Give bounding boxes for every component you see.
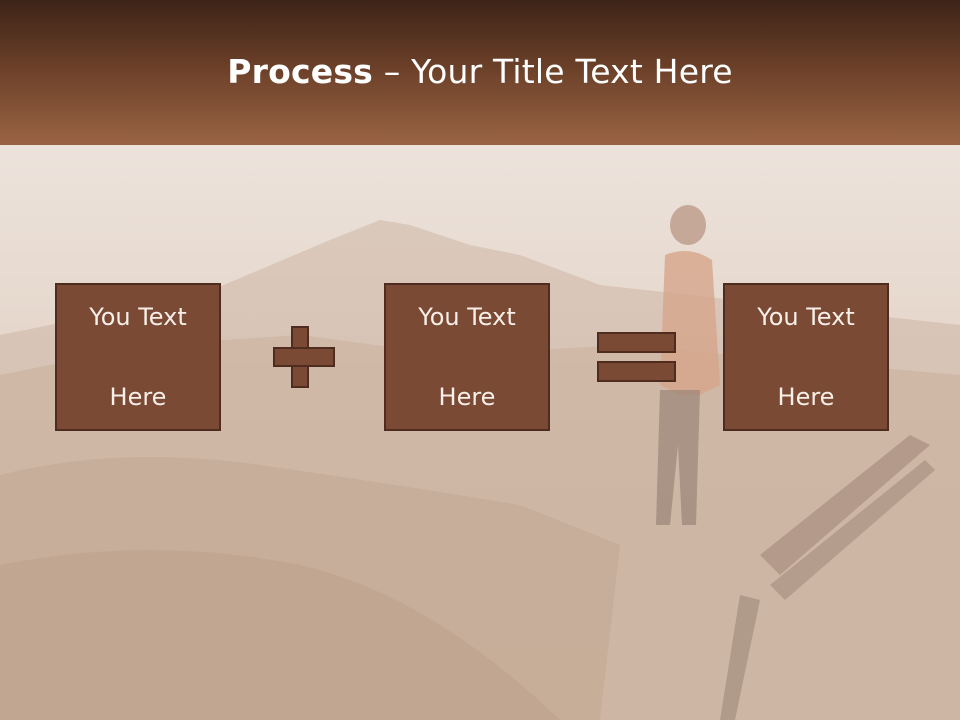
slide-title: Process – Your Title Text Here	[0, 52, 960, 91]
equals-top-bar	[597, 332, 676, 353]
title-rest: – Your Title Text Here	[373, 52, 733, 91]
box-3-line-1: You Text	[757, 303, 855, 331]
landscape-illustration	[0, 205, 960, 720]
box-1-line-1: You Text	[89, 303, 187, 331]
background-photo	[0, 145, 960, 720]
box-3-line-2: Here	[777, 383, 835, 411]
box-2-line-2: Here	[438, 383, 496, 411]
title-bar: Process – Your Title Text Here	[0, 0, 960, 145]
box-2-line-1: You Text	[418, 303, 516, 331]
box-1-line-2: Here	[109, 383, 167, 411]
plus-center	[293, 349, 307, 365]
title-bold: Process	[227, 52, 374, 91]
equals-bottom-bar	[597, 361, 676, 382]
